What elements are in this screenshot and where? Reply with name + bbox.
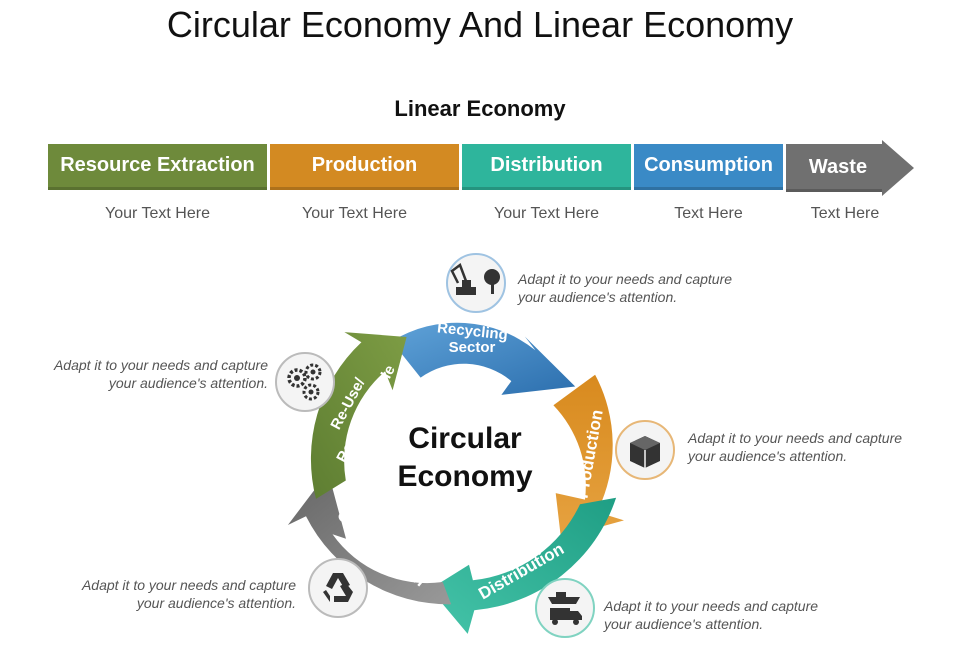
center-line-2: Economy: [397, 460, 533, 493]
center-line-1: Circular: [408, 422, 522, 455]
stage-text-distribution: Your Text Here: [494, 205, 599, 222]
circular-economy-center-label: Circular Economy: [370, 420, 560, 496]
caption-left-line1: Adapt it to your needs and capture: [53, 357, 268, 373]
stage-text-resource-extraction: Your Text Here: [105, 205, 210, 222]
segment-recycling-arrow: [391, 322, 576, 395]
ship-truck-icon: [535, 578, 595, 638]
excavator-tree-icon: [446, 253, 506, 313]
caption-bottom-right-line1: Adapt it to your needs and capture: [604, 598, 819, 614]
box-icon: [615, 420, 675, 480]
caption-right-line2: your audience's attention.: [688, 448, 848, 464]
caption-top: Adapt it to your needs and capture your …: [518, 270, 732, 306]
stage-text-consumption: Text Here: [674, 205, 743, 222]
segment-consumption-arrow: [287, 471, 452, 605]
caption-top-line2: your audience's attention.: [518, 289, 678, 305]
recycling-label-line2: Sector: [449, 339, 496, 356]
gears-icon: [275, 352, 335, 412]
caption-bottom-left-line1: Adapt it to your needs and capture: [81, 577, 296, 593]
recycle-icon: [308, 558, 368, 618]
linear-economy-heading: Linear Economy: [394, 96, 566, 121]
caption-right-line1: Adapt it to your needs and capture: [688, 430, 903, 446]
caption-left-line2: your audience's attention.: [108, 375, 268, 391]
caption-bottom-right-line2: your audience's attention.: [604, 616, 764, 632]
stage-resource-extraction: Resource Extraction: [48, 144, 267, 190]
stage-text-waste: Text Here: [810, 205, 880, 222]
page-title: Circular Economy And Linear Economy: [166, 4, 794, 45]
caption-bottom-left: Adapt it to your needs and capture your …: [40, 576, 296, 612]
stage-waste: Waste: [808, 155, 868, 178]
caption-bottom-left-line2: your audience's attention.: [136, 595, 296, 611]
stage-distribution: Distribution: [462, 144, 631, 190]
stage-consumption: Consumption: [634, 144, 783, 190]
caption-top-line1: Adapt it to your needs and capture: [518, 271, 733, 287]
segment-production-arrow: [553, 374, 624, 538]
segment-distribution-arrow: [430, 497, 617, 634]
stage-text-production: Your Text Here: [302, 205, 407, 222]
caption-left: Adapt it to your needs and capture your …: [10, 356, 268, 392]
stage-production: Production: [270, 144, 459, 190]
caption-right: Adapt it to your needs and capture your …: [688, 429, 902, 465]
waste-arrow-shape: [786, 140, 914, 196]
segment-reuse-arrow: [310, 332, 407, 499]
caption-bottom-right: Adapt it to your needs and capture your …: [604, 597, 818, 633]
